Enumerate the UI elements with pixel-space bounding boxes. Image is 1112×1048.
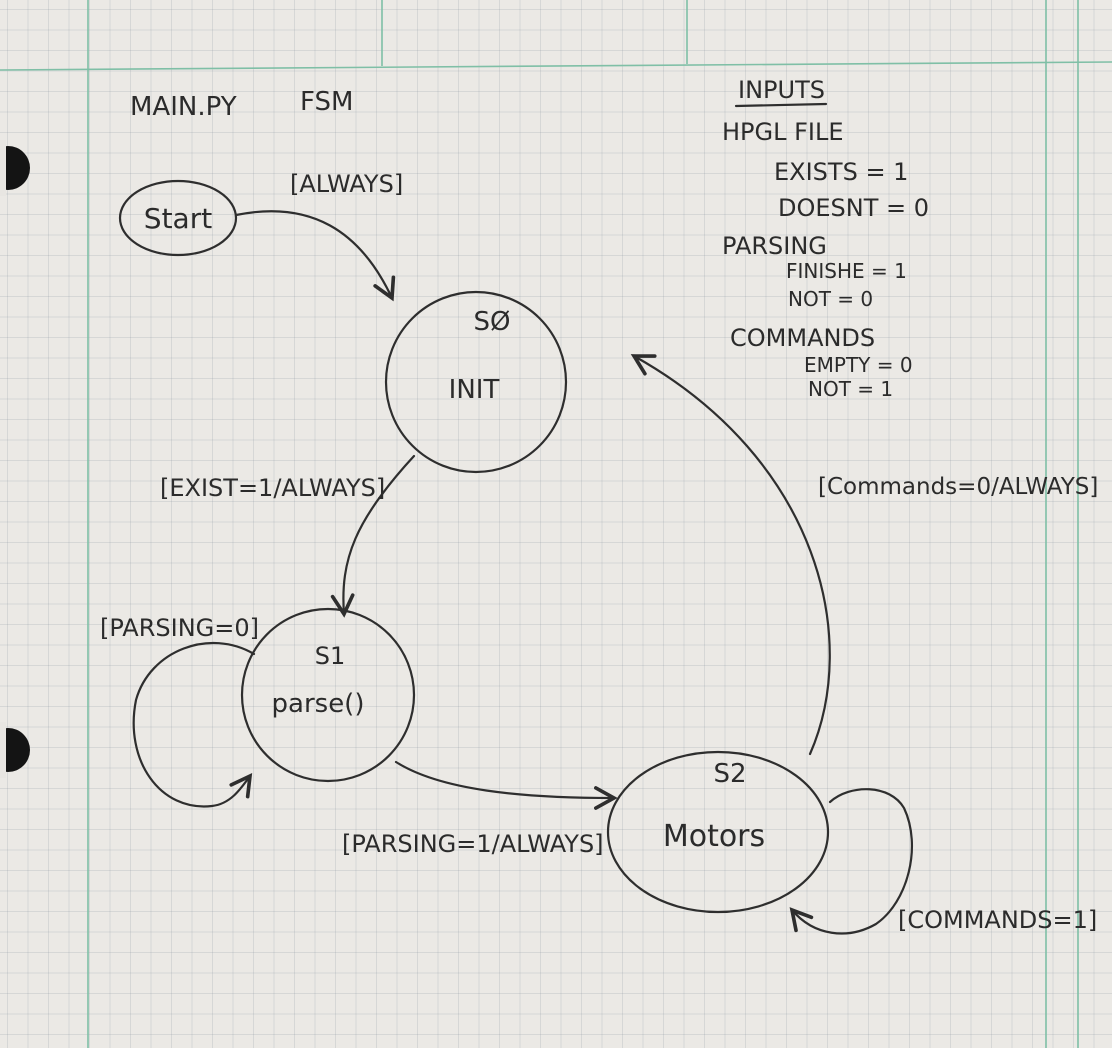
start-node xyxy=(118,179,238,257)
state-s1 xyxy=(240,607,416,783)
inputs-hpgl-exists: EXISTS = 1 xyxy=(774,158,908,186)
inputs-commands-not: NOT = 1 xyxy=(808,377,893,401)
binder-hole-bottom xyxy=(0,728,30,772)
inputs-hpgl-doesnt: DOESNT = 0 xyxy=(778,194,929,222)
transition-s2-to-s0-label: [Commands=0/ALWAYS] xyxy=(818,474,1098,500)
state-s2-label: Motors xyxy=(663,819,765,854)
start-node-label: Start xyxy=(144,202,212,235)
transition-s2-self xyxy=(789,788,913,935)
inputs-group-parsing: PARSING xyxy=(722,232,827,260)
state-s1-label: parse() xyxy=(272,689,365,719)
transition-s1-self xyxy=(132,641,256,808)
state-s0 xyxy=(384,290,568,474)
inputs-title-underline xyxy=(734,102,828,108)
transition-s1-to-s2 xyxy=(394,760,618,810)
file-label: MAIN.PY xyxy=(130,92,237,122)
inputs-legend: INPUTS HPGL FILE EXISTS = 1 DOESNT = 0 P… xyxy=(722,76,929,401)
transition-s2-to-s0 xyxy=(630,354,831,756)
inputs-group-hpgl: HPGL FILE xyxy=(722,118,844,146)
transition-s1-to-s2-label: [PARSING=1/ALWAYS] xyxy=(342,830,604,858)
transition-s2-self-label: [COMMANDS=1] xyxy=(898,906,1097,934)
state-s2 xyxy=(606,750,830,914)
inputs-title: INPUTS xyxy=(738,76,825,104)
transition-start-to-s0-label: [ALWAYS] xyxy=(290,170,403,198)
inputs-parsing-not: NOT = 0 xyxy=(788,287,873,311)
state-s0-id: SØ xyxy=(474,307,511,337)
inputs-parsing-finished: FINISHE = 1 xyxy=(786,259,907,283)
diagram-label: FSM xyxy=(300,87,353,117)
transition-start-to-s0 xyxy=(234,210,396,302)
transition-s0-to-s1-label: [EXIST=1/ALWAYS] xyxy=(160,474,385,502)
top-margin-line xyxy=(0,61,1112,71)
state-s2-id: S2 xyxy=(713,759,746,789)
transition-s1-self-label: [PARSING=0] xyxy=(100,614,259,642)
inputs-group-commands: COMMANDS xyxy=(730,324,875,352)
state-s0-label: INIT xyxy=(449,375,500,405)
transition-s0-to-s1 xyxy=(330,454,416,618)
state-s1-id: S1 xyxy=(315,642,346,670)
inputs-commands-empty: EMPTY = 0 xyxy=(804,353,913,377)
binder-hole-top xyxy=(0,146,30,190)
